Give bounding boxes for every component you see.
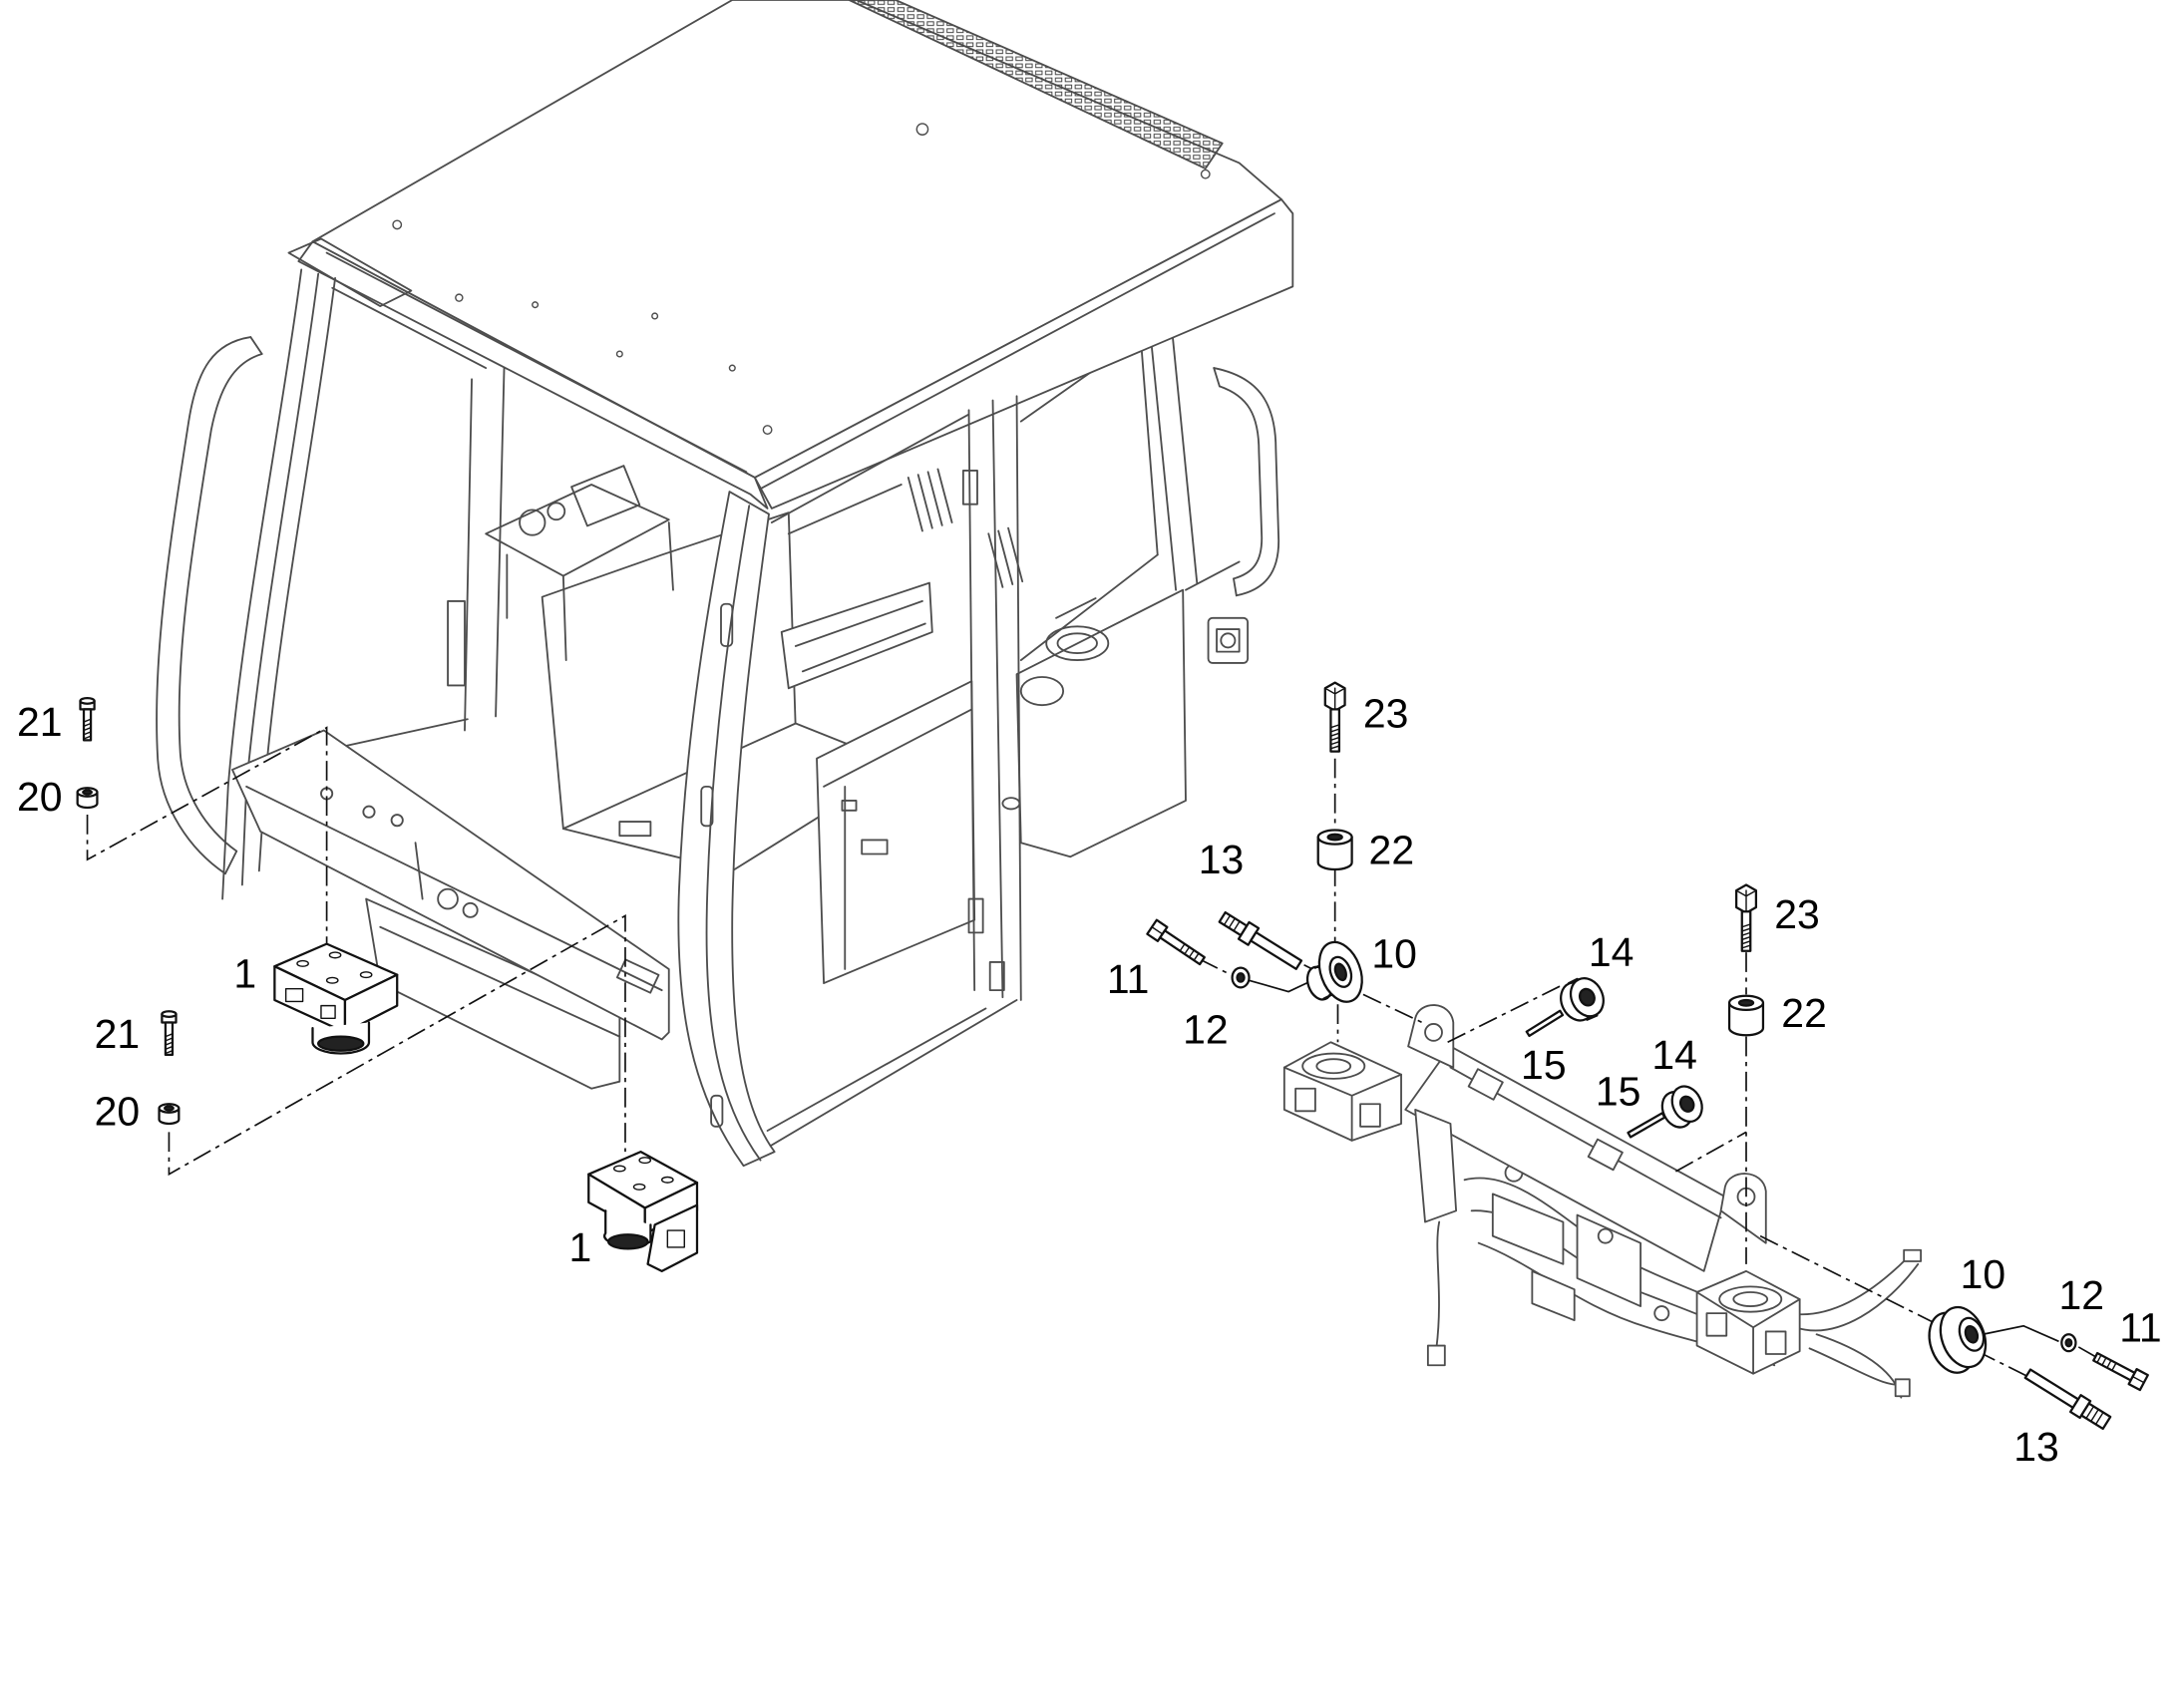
callout-ring-14-lower: 14 (1651, 1032, 1697, 1078)
cab-roof (287, 0, 1294, 510)
washer-20-lower (158, 1103, 181, 1126)
callout-washer-20-lower: 20 (95, 1088, 141, 1134)
callout-washer-12-left: 12 (1183, 1007, 1229, 1053)
bolt-21-upper (79, 696, 96, 742)
side-switch (1207, 616, 1250, 664)
callout-washer-12-right: 12 (2058, 1272, 2104, 1318)
bolt-21-lower (161, 1010, 178, 1057)
washer-12-right (2060, 1333, 2077, 1353)
pin-13-right (2023, 1368, 2112, 1431)
callout-pin-13-right: 13 (2013, 1424, 2059, 1470)
door-frame (759, 395, 1022, 1154)
callout-labels: 21 20 1 21 20 1 23 22 13 10 11 12 14 15 … (17, 691, 2162, 1470)
leader-lines-right (1199, 758, 2099, 1381)
callout-washer-20-upper: 20 (17, 774, 63, 820)
bolt-11-right (2092, 1351, 2149, 1392)
pivot-lug-right (1719, 1173, 1767, 1244)
callout-bolt-11-right: 11 (2119, 1304, 2162, 1350)
axle-beam (1404, 1045, 1726, 1272)
cab-front-floor-beam (231, 729, 670, 1090)
pin-15-upper (1525, 1009, 1565, 1038)
cab-left-side (235, 286, 506, 771)
callout-bolt-23-right: 23 (1774, 891, 1820, 937)
bolt-23-right (1734, 883, 1758, 952)
axle-mount-left (1282, 1041, 1402, 1142)
cab-mount-right (587, 1151, 699, 1273)
callout-bolt-11-left: 11 (1107, 956, 1150, 1002)
callout-bolt-21-upper: 21 (17, 699, 63, 745)
callout-bolt-23-left: 23 (1363, 691, 1409, 737)
cab-body (156, 0, 1294, 1168)
callout-mount-1-left: 1 (233, 950, 256, 996)
bushing-10-left (1305, 940, 1363, 1003)
ring-14-lower (1660, 1085, 1703, 1129)
spacer-22-left (1316, 829, 1353, 871)
washer-12-left (1231, 966, 1251, 989)
axle-assembly (1282, 1004, 1923, 1399)
left-handrail (156, 336, 263, 875)
ring-14-upper (1560, 977, 1605, 1022)
callout-bushing-10-right: 10 (1961, 1251, 2006, 1297)
washer-20-upper (76, 787, 99, 810)
callout-bolt-21-lower: 21 (95, 1011, 141, 1057)
right-handrail (1213, 367, 1280, 597)
bolt-11-left (1146, 918, 1206, 966)
pivot-lug-left (1407, 1004, 1455, 1069)
left-front-pillar (221, 268, 336, 900)
leader-lines-left (86, 726, 626, 1177)
callout-pin-15-lower: 15 (1596, 1069, 1641, 1115)
callout-pin-15-upper: 15 (1521, 1042, 1567, 1088)
cab-mount-left (273, 942, 399, 1055)
callout-spacer-22-right: 22 (1781, 990, 1827, 1036)
right-front-pillar (677, 491, 776, 1168)
spacer-22-right (1727, 994, 1765, 1037)
callout-bushing-10-left: 10 (1371, 931, 1417, 977)
callout-pin-13-left: 13 (1199, 837, 1245, 882)
axle-mount-right (1695, 1269, 1801, 1375)
callout-ring-14-upper: 14 (1589, 929, 1635, 975)
callout-spacer-22-left: 22 (1369, 827, 1415, 872)
callout-mount-1-right: 1 (568, 1224, 591, 1270)
bolt-23-left (1323, 681, 1346, 753)
hydraulic-lines (1426, 1163, 1923, 1399)
pin-15-lower (1627, 1112, 1666, 1139)
pin-13-left (1218, 910, 1303, 970)
roof-grille (848, 0, 1224, 170)
cab-right-side (1012, 296, 1241, 858)
bushing-10-right (1928, 1305, 1988, 1374)
